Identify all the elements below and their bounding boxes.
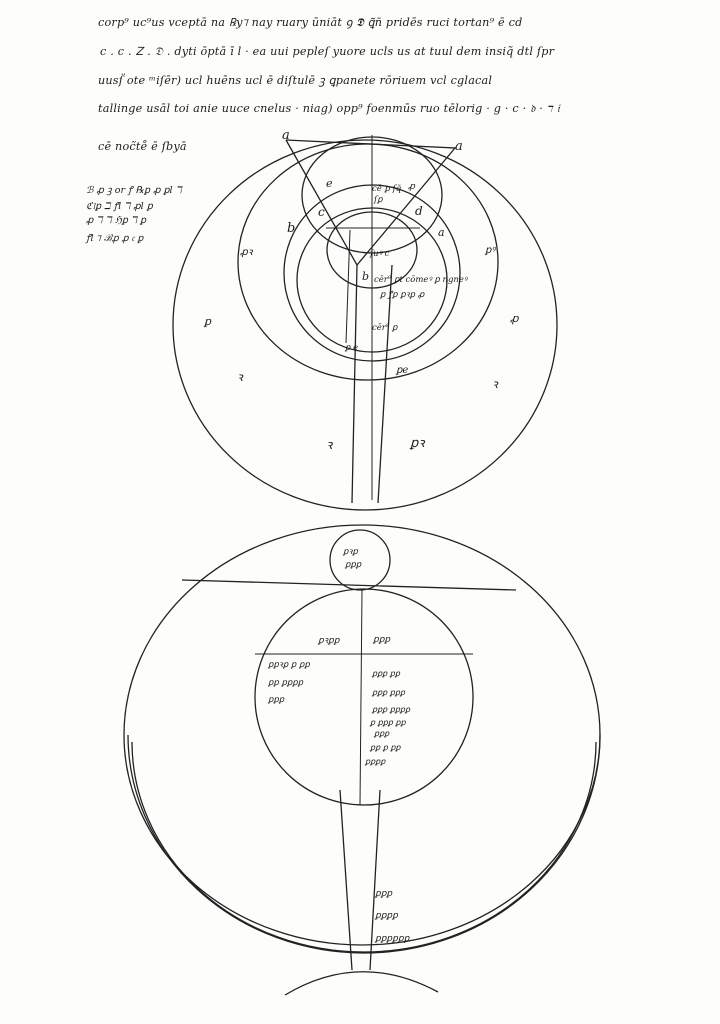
sphere-label: ꝛ (492, 377, 499, 391)
sphere-label: ꝑꝑꝑ (372, 635, 391, 645)
letter-d: d (415, 204, 423, 218)
lower-cone-left (339, 789, 353, 971)
sphere-label: cēr⁹ ꝑ (372, 323, 398, 333)
outer-sphere (172, 139, 558, 511)
sphere-label: ꝑ ꝭꝑ ꝑꝛꝑ ꝓ (379, 290, 425, 300)
sphere-label: ſuꝰ c (369, 249, 390, 259)
triangle (285, 139, 457, 267)
ring-label: ꝑꝑꝑꝑꝑꝑ (374, 934, 411, 944)
letter-e: e (326, 177, 333, 190)
ring-label: ꝑꝑꝑ (374, 889, 393, 899)
right-label: ꝑꝑꝑ ꝑꝑꝑ (371, 688, 406, 697)
sphere-label: ꝓꝛ (240, 247, 254, 258)
left-label: ꝑꝑꝛꝑ ꝑ ꝑꝑ (267, 660, 310, 670)
sphere-label: ꝑꝛ (409, 436, 426, 451)
margin-note-line: ℭ𝔩ꝑ ℶ ꝭl ℸ ꝓl ꝑ (86, 201, 153, 212)
manuscript-line: c . c . 𝖹 . 𝔇 . dyti ōptā ī l · ea uui p… (100, 45, 555, 58)
letter-c: c (318, 205, 325, 219)
central-axis (359, 589, 363, 806)
right-label: ꝑꝑꝑ (373, 729, 390, 738)
letter-b: b (287, 221, 295, 236)
right-label: ꝑ ꝑꝑꝑ ꝑꝑ (369, 718, 406, 727)
sphere-label: cē ꝑ ſq̃ (372, 183, 402, 194)
right-label: ꝑꝑꝑ ꝑꝑꝑꝑ (371, 705, 411, 714)
manuscript-line: corp⁹ uc⁹us vceptā na ℞yℸ nay ruary ūniā… (98, 16, 523, 29)
left-label: ꝑꝑ ꝑꝑꝑꝑ (267, 678, 304, 688)
sphere-label: ꝓ (408, 182, 416, 192)
outer-ring-lower-2 (131, 741, 597, 953)
letter-a-right: a (455, 139, 463, 154)
outer-ring (123, 524, 601, 946)
horizontal-line (181, 579, 517, 591)
manuscript-line: tallinge usāl toi anie uuce cnelus · nia… (98, 102, 560, 115)
manuscript-line: cē noc̃te̊ ē ſbyā (98, 140, 187, 153)
upper-diagram: a a a b c d e b cē ꝑ ſq̃ ſꝑ ꝓ ſuꝰ c cēr⁹… (172, 128, 558, 511)
letter-b-lower: b (362, 270, 369, 283)
sphere-label: ꝓ (510, 312, 520, 325)
sphere-label: cēr⁹ ꝑt cōmeꝰ ꝑ ngneꝰ (374, 275, 468, 285)
sphere-label: ꝑꝛꝑꝑ (317, 636, 341, 646)
left-label: ꝑꝑꝑ (267, 695, 285, 705)
right-label: ꝑꝑ ꝑ ꝑꝑ (369, 743, 401, 752)
cone-line-left (351, 264, 358, 504)
sphere-label: ꝑ e (344, 343, 358, 353)
lower-diagram: ꝑꝛꝑ ꝑꝑꝑ ꝑꝛꝑꝑ ꝑꝑꝑ ꝑꝑꝛꝑ ꝑ ꝑꝑ ꝑꝑ ꝑꝑꝑꝑ ꝑꝑꝑ ꝑ… (123, 524, 601, 996)
right-label: ꝑꝑꝑꝑ (364, 757, 386, 766)
sphere-label: ꝛ (326, 438, 334, 453)
small-top-circle (329, 529, 391, 591)
margin-note-line: ꝭl ℸ ℬꝓ ꝓ 𝔠 ꝑ (86, 233, 144, 244)
lower-cone-right (369, 789, 381, 971)
margin-note-line: ꝓ ℸ ℸ ℌꝑ ℸ ꝑ (86, 215, 147, 226)
sphere-label: ꝑꝰ (484, 245, 496, 256)
margin-note-line: ℬ ꝓ ꝫ or ꝭ ℞ꝑ ꝓ ꝑl ℸ (86, 185, 182, 196)
circle-label: ꝑꝛꝑ (342, 547, 358, 557)
sphere-label: ſꝑ (373, 195, 383, 205)
central-sphere (254, 588, 474, 806)
manuscript-line: uusſ̈ ote ᵐiſēr) ucl huēns ucl ē diſtulē… (98, 74, 493, 87)
cone-line-right (377, 264, 393, 504)
outer-ring-lower (127, 734, 601, 954)
letter-a-outer: a (438, 226, 445, 239)
ring-label: ꝑꝑꝑꝑ (374, 911, 399, 921)
sphere-label: ꝛ (237, 370, 244, 384)
earth-arc (284, 971, 439, 996)
sphere-label: ꝑ (203, 315, 212, 328)
right-label: ꝑꝑꝑ ꝑꝑ (371, 669, 401, 678)
sphere-label: ꝑe (395, 365, 408, 376)
circle-label: ꝑꝑꝑ (344, 560, 362, 570)
letter-a-left: a (282, 128, 290, 143)
cone-line-inner-left (345, 229, 351, 344)
